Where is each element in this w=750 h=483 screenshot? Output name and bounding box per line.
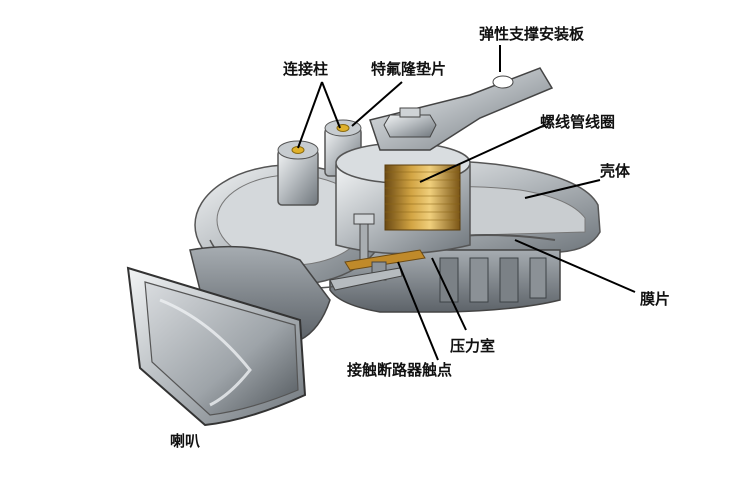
label-housing: 壳体: [600, 162, 631, 180]
nut: [383, 107, 437, 138]
solenoid-assembly: [335, 142, 471, 255]
label-solenoid-coil: 螺线管线圈: [540, 113, 616, 131]
pressure-chamber-body: [329, 234, 561, 313]
label-teflon-washer: 特氟隆垫片: [371, 60, 447, 78]
callout-lines: [297, 45, 636, 361]
label-breaker-contacts: 接触断路器触点: [347, 361, 453, 379]
label-spring-bracket: 弹性支撑安装板: [479, 25, 585, 43]
label-diaphragm: 膜片: [640, 290, 671, 308]
trumpet-shape: [126, 245, 331, 427]
spring-bracket-plate: [369, 67, 554, 151]
label-trumpet: 喇叭: [170, 432, 201, 450]
label-pressure-chamber: 压力室: [450, 337, 496, 355]
breaker-contact-assembly: [329, 213, 426, 291]
label-terminal: 连接柱: [283, 60, 329, 78]
terminal-posts: [277, 119, 362, 206]
